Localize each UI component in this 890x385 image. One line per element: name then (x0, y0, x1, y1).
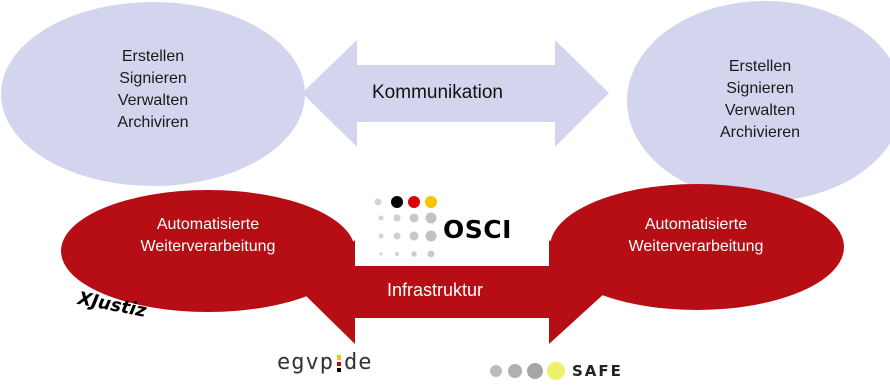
left-ellipse-line-4: Archiviren (117, 114, 189, 131)
right-red-ellipse-text: Automatisierte Weiterverarbeitung (596, 214, 796, 258)
left-red-line-1: Automatisierte (156, 216, 260, 233)
osci-logo-text: OSCI (443, 215, 512, 244)
left-red-line-2: Weiterverarbeitung (140, 238, 276, 255)
right-ellipse-line-4: Archivieren (719, 124, 801, 141)
safe-dots (490, 362, 565, 380)
left-red-ellipse (61, 190, 355, 312)
right-ellipse-text: Erstellen Signieren Verwalten Archiviere… (680, 56, 840, 144)
left-ellipse-line-2: Signieren (119, 70, 187, 87)
right-red-line-1: Automatisierte (644, 216, 748, 233)
right-lavender-ellipse (627, 1, 890, 201)
left-lavender-ellipse (1, 2, 305, 186)
infrastructure-label: Infrastruktur (387, 280, 484, 300)
left-ellipse-line-1: Erstellen (121, 48, 185, 65)
right-red-line-2: Weiterverarbeitung (628, 238, 764, 255)
right-ellipse-line-2: Signieren (726, 80, 794, 97)
communication-arrow (302, 40, 609, 147)
communication-label: Kommunikation (372, 82, 503, 103)
infrastructure-arrow (302, 240, 606, 344)
egvp-logo-suffix: de (344, 350, 373, 375)
egvp-separator (337, 355, 341, 372)
left-ellipse-text: Erstellen Signieren Verwalten Archiviren (73, 46, 233, 134)
right-ellipse-line-1: Erstellen (728, 58, 792, 75)
left-red-ellipse-text: Automatisierte Weiterverarbeitung (108, 214, 308, 258)
left-ellipse-line-3: Verwalten (117, 92, 189, 109)
right-ellipse-line-3: Verwalten (724, 102, 796, 119)
safe-logo-text: SAFE (572, 362, 623, 380)
right-red-ellipse (550, 184, 844, 310)
osci-dots (374, 196, 437, 258)
egvp-logo-prefix: egvp (277, 350, 334, 375)
